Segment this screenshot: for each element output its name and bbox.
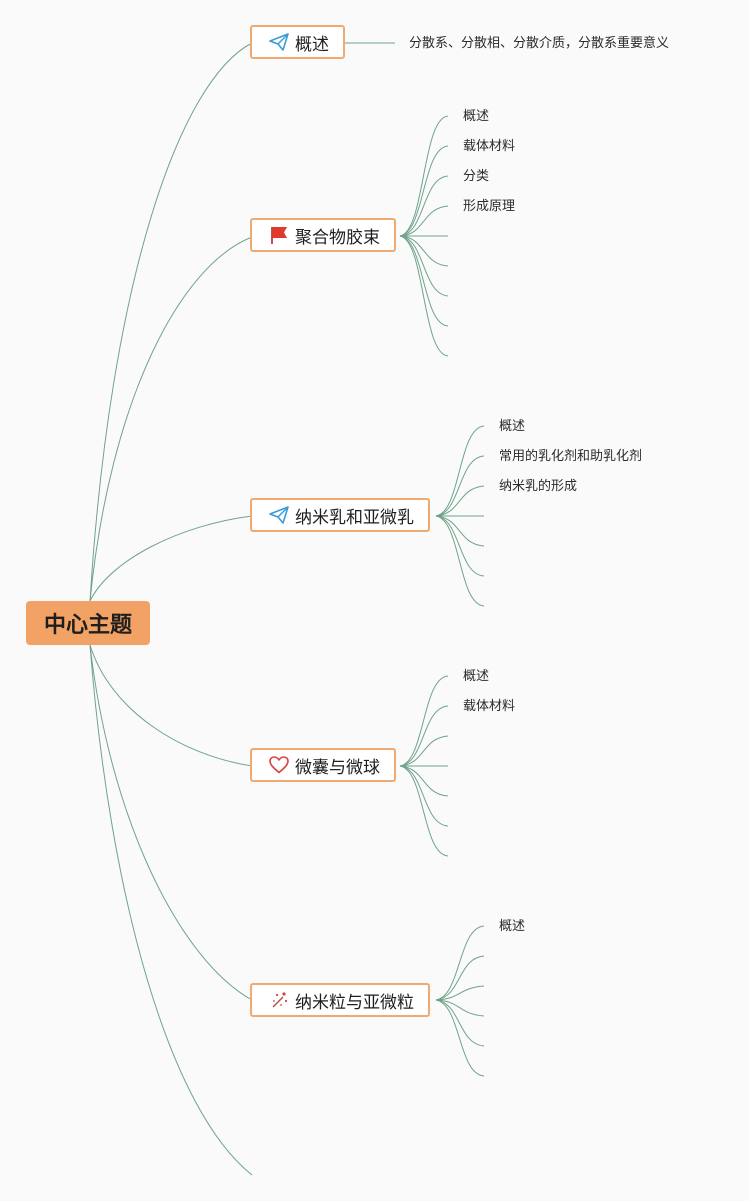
connector-fan-nanoparticle xyxy=(435,925,485,1077)
branch-label: 纳米乳和亚微乳 xyxy=(295,507,414,528)
branch-label: 概述 xyxy=(295,34,329,55)
branch-label: 纳米粒与亚微粒 xyxy=(295,992,414,1013)
branch-overview[interactable]: 概述 xyxy=(250,25,345,59)
branch-label: 聚合物胶束 xyxy=(295,227,380,248)
leaf-microcapsule-1[interactable]: 载体材料 xyxy=(463,699,516,714)
central-topic-label: 中心主题 xyxy=(43,613,132,638)
leaf-overview-0[interactable]: 分散系、分散相、分散介质，分散系重要意义 xyxy=(409,36,670,51)
branch-microcapsule[interactable]: 微囊与微球 xyxy=(250,748,396,782)
paper-plane-icon xyxy=(268,505,290,525)
connector-central-microcapsule xyxy=(89,644,253,767)
connector-fan-micelle xyxy=(399,115,449,357)
branch-polymer-micelle[interactable]: 聚合物胶束 xyxy=(250,218,396,252)
paper-plane-icon xyxy=(268,32,290,52)
sparkle-icon xyxy=(268,990,290,1010)
connector-fan-nanoemulsion xyxy=(435,425,485,607)
connector-central-nanoemulsion xyxy=(89,515,253,602)
connector-central-empty xyxy=(89,644,253,1176)
leaf-micelle-2[interactable]: 分类 xyxy=(463,169,490,184)
branch-label: 微囊与微球 xyxy=(295,757,380,778)
leaf-nanoemulsion-2[interactable]: 纳米乳的形成 xyxy=(499,479,578,494)
leaf-micelle-1[interactable]: 载体材料 xyxy=(463,139,516,154)
connector-fan-microcapsule xyxy=(399,675,449,857)
red-flag-icon xyxy=(268,225,290,245)
branch-nanoparticle[interactable]: 纳米粒与亚微粒 xyxy=(250,983,430,1017)
branch-nanoemulsion[interactable]: 纳米乳和亚微乳 xyxy=(250,498,430,532)
leaf-micelle-3[interactable]: 形成原理 xyxy=(463,199,516,214)
heart-outline-icon xyxy=(268,755,290,775)
connector-central-overview xyxy=(89,42,253,602)
connector-central-micelle xyxy=(89,236,253,602)
leaf-nanoparticle-0[interactable]: 概述 xyxy=(499,919,526,934)
connector-central-nanoparticle xyxy=(89,644,253,1001)
leaf-micelle-0[interactable]: 概述 xyxy=(463,109,490,124)
leaf-nanoemulsion-1[interactable]: 常用的乳化剂和助乳化剂 xyxy=(499,449,643,464)
leaf-nanoemulsion-0[interactable]: 概述 xyxy=(499,419,526,434)
central-topic[interactable]: 中心主题 xyxy=(26,601,150,645)
leaf-microcapsule-0[interactable]: 概述 xyxy=(463,669,490,684)
